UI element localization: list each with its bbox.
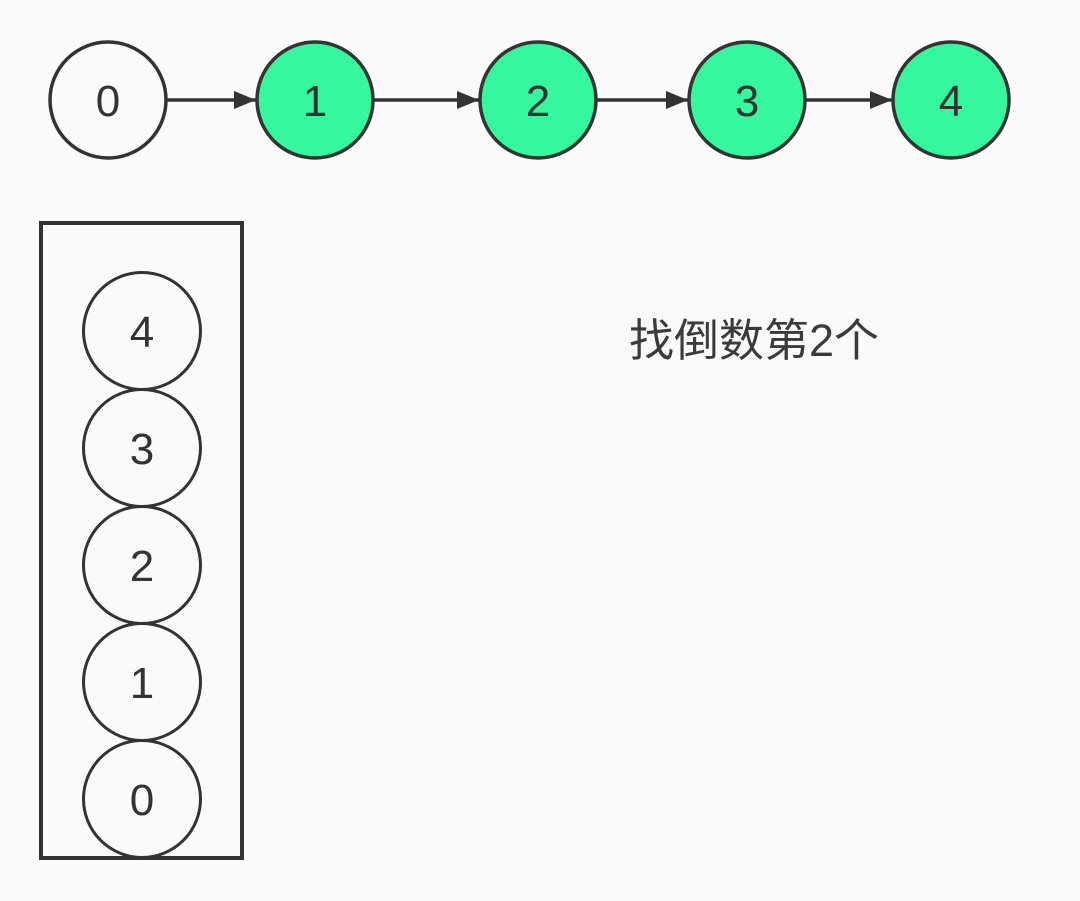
list-node-circle bbox=[255, 40, 375, 160]
stack-item: 1 bbox=[82, 622, 202, 742]
list-node: 0 bbox=[48, 40, 168, 160]
list-node: 1 bbox=[255, 40, 375, 160]
stack-item-circle bbox=[82, 739, 202, 859]
stack-container: 4 3 2 1 0 bbox=[39, 221, 244, 860]
list-node-label: 3 bbox=[735, 77, 759, 126]
stack-item: 4 bbox=[82, 271, 202, 391]
list-node-circle bbox=[687, 40, 807, 160]
stack-item-label: 4 bbox=[130, 308, 154, 357]
stack-item-label: 1 bbox=[130, 659, 154, 708]
stack-item-label: 0 bbox=[130, 776, 154, 825]
annotation-text: 找倒数第2个 bbox=[629, 315, 879, 366]
stack-item: 2 bbox=[82, 505, 202, 625]
stack-item: 3 bbox=[82, 388, 202, 508]
stack-item-label: 2 bbox=[130, 542, 154, 591]
list-node-label: 0 bbox=[96, 77, 120, 126]
list-node-circle bbox=[891, 40, 1011, 160]
list-node: 2 bbox=[478, 40, 598, 160]
stack-item-label: 3 bbox=[130, 425, 154, 474]
list-node-circle bbox=[48, 40, 168, 160]
list-node-label: 1 bbox=[303, 77, 327, 126]
stack-item: 0 bbox=[82, 739, 202, 859]
list-node-circle bbox=[478, 40, 598, 160]
list-node: 3 bbox=[687, 40, 807, 160]
list-node-label: 4 bbox=[939, 77, 963, 126]
linked-list: 0 1 2 3 4 bbox=[48, 40, 1011, 160]
list-node: 4 bbox=[891, 40, 1011, 160]
list-node-label: 2 bbox=[526, 77, 550, 126]
